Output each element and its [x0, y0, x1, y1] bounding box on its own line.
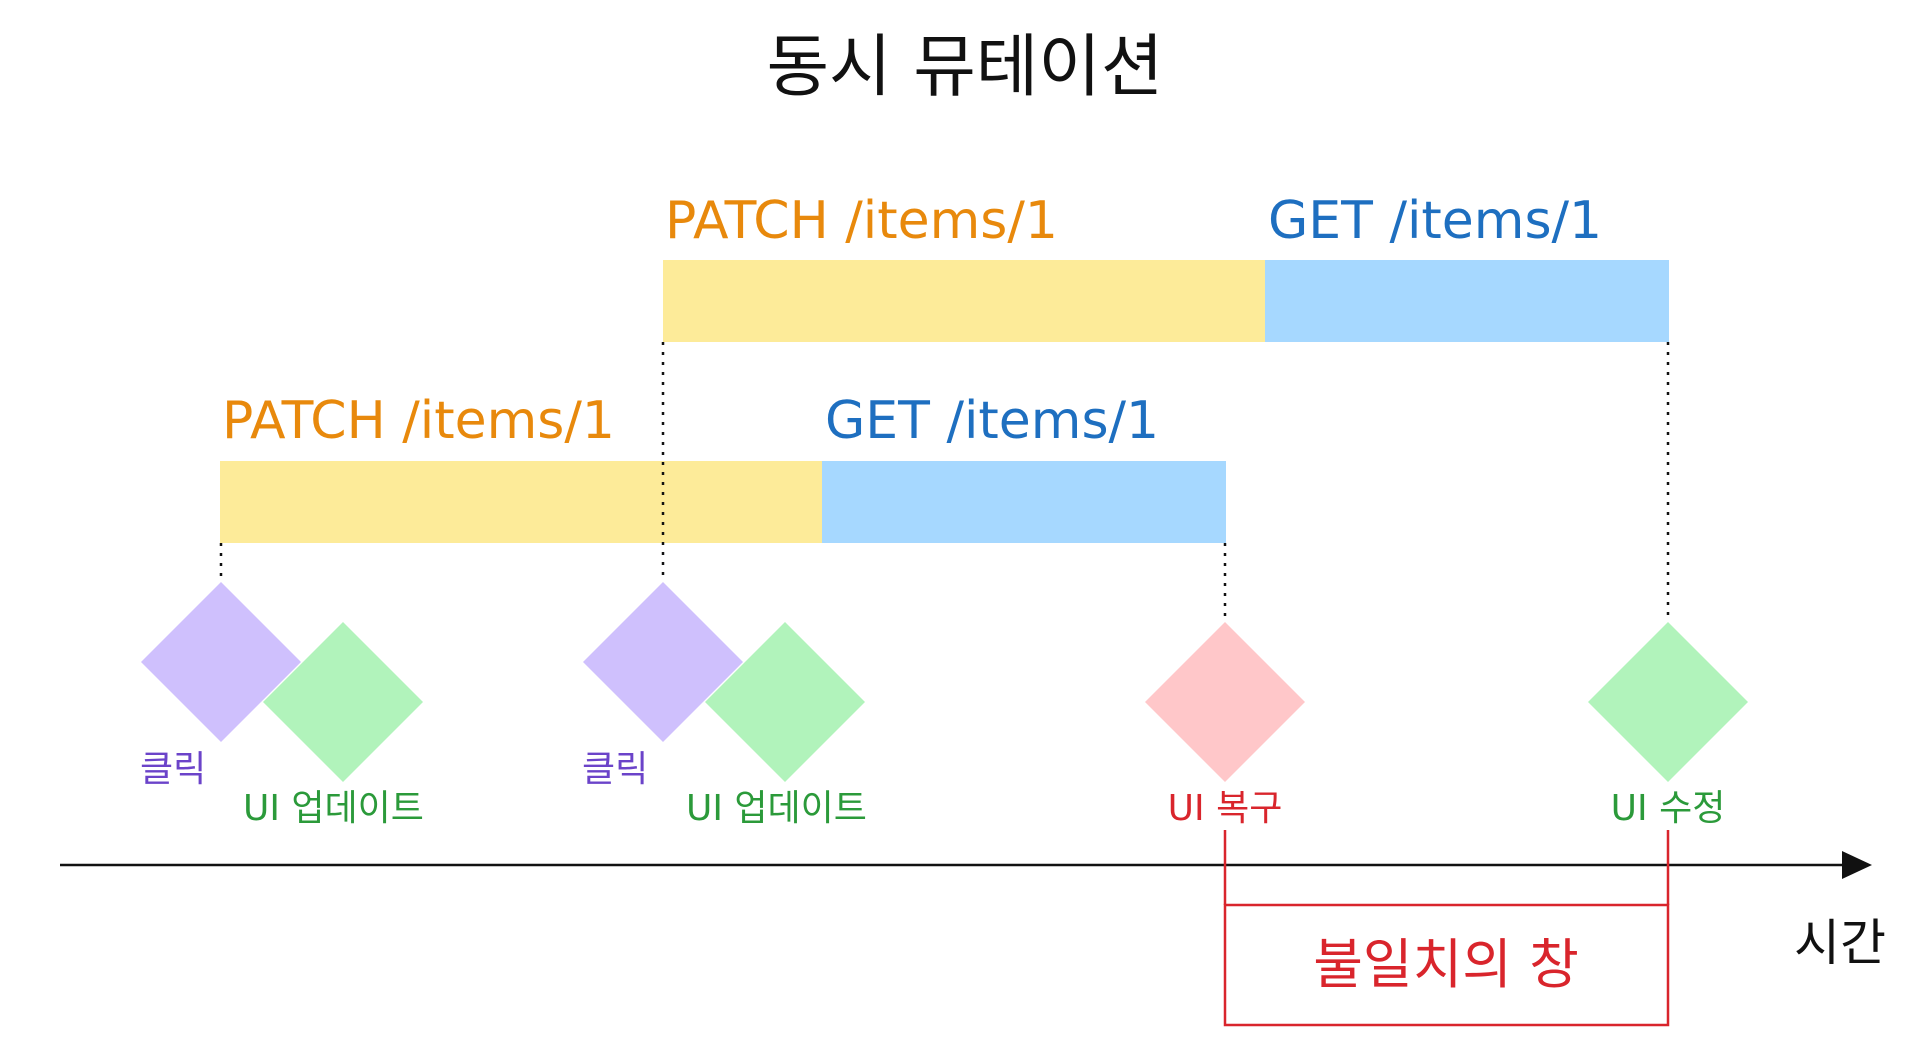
time-axis-label: 시간: [1794, 914, 1886, 972]
update-diamond-2: [705, 622, 865, 782]
first-patch-bar: [220, 461, 822, 543]
click-label-1: 클릭: [140, 749, 206, 790]
update-diamond-1: [263, 622, 423, 782]
time-axis-arrowhead: [1842, 851, 1872, 879]
fix-label: UI 수정: [1611, 788, 1726, 829]
second-get-bar: [1265, 260, 1669, 342]
first-patch-label: PATCH /items/1: [222, 391, 615, 451]
click-diamond-2: [583, 582, 743, 742]
second-patch-bar: [663, 260, 1265, 342]
revert-diamond: [1145, 622, 1305, 782]
inconsistency-window: [1223, 830, 1670, 1027]
update-label-2: UI 업데이트: [686, 788, 867, 829]
second-patch-label: PATCH /items/1: [665, 191, 1058, 251]
window-box: [1223, 903, 1670, 1027]
first-get-label: GET /items/1: [825, 391, 1159, 451]
dotted-guides: [219, 342, 1670, 620]
click-label-2: 클릭: [582, 749, 648, 790]
click-diamond-1: [141, 582, 301, 742]
diagram-title: 동시 뮤테이션: [767, 28, 1164, 107]
update-label-1: UI 업데이트: [243, 788, 424, 829]
first-get-bar: [822, 461, 1226, 543]
revert-label: UI 복구: [1168, 788, 1283, 829]
inconsistency-window-label: 불일치의 창: [1313, 933, 1579, 996]
second-get-label: GET /items/1: [1268, 191, 1602, 251]
fix-diamond: [1588, 622, 1748, 782]
